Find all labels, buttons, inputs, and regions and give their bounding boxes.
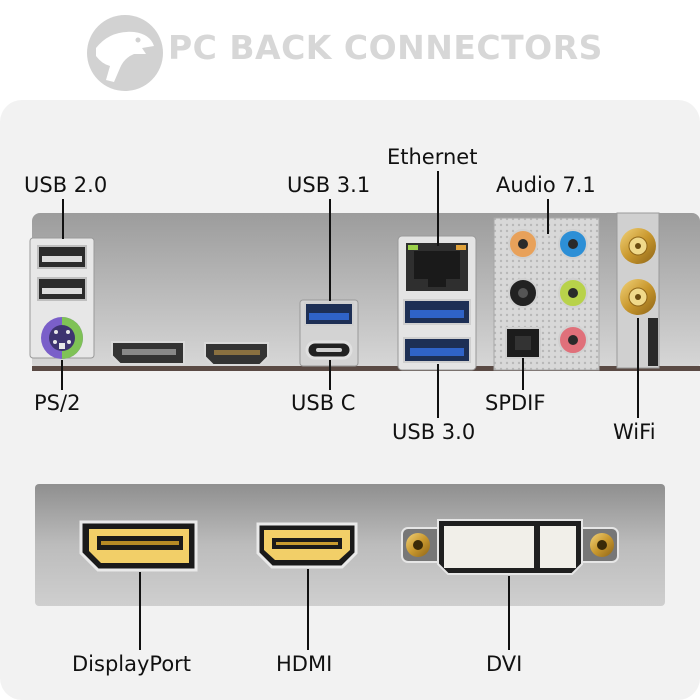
label-spdif: SPDIF [485,391,546,415]
pointer-audio [547,199,549,234]
rear-displayport [111,341,185,365]
pointer-usb-2 [62,199,64,239]
hdmi-connector [256,522,358,569]
pointer-wifi [637,318,639,418]
pointer-dvi [508,576,510,650]
label-dvi: DVI [486,652,523,676]
usb-c-port [305,340,353,360]
usb-30-ports [403,299,471,363]
pointer-hdmi [307,569,309,650]
pointer-spdif [522,358,524,390]
dinosaur-logo-icon [87,15,163,91]
page-title: PC BACK CONNECTORS [168,28,603,67]
label-ps2: PS/2 [34,391,81,415]
audio-jacks [493,217,600,371]
dvi-connector [401,519,619,575]
label-usb-31: USB 3.1 [287,173,371,197]
pointer-displayport [139,572,141,650]
ps2-port [41,317,83,359]
label-wifi: WiFi [613,420,656,444]
pointer-usb-30 [437,364,439,418]
label-hdmi: HDMI [276,652,333,676]
rear-hdmi [204,342,269,366]
label-displayport: DisplayPort [72,652,192,676]
label-ethernet: Ethernet [387,145,478,169]
label-usb-30: USB 3.0 [392,420,476,444]
label-usb-2: USB 2.0 [24,173,108,197]
label-audio: Audio 7.1 [496,173,596,197]
header: PC BACK CONNECTORS [0,0,700,100]
pointer-ps2 [61,360,63,390]
pointer-usb-31 [329,199,331,301]
pointer-usb-c [329,360,331,390]
label-usb-c: USB C [291,391,356,415]
spdif-port [505,327,541,359]
pointer-ethernet [437,171,439,246]
displayport-connector [79,520,198,572]
